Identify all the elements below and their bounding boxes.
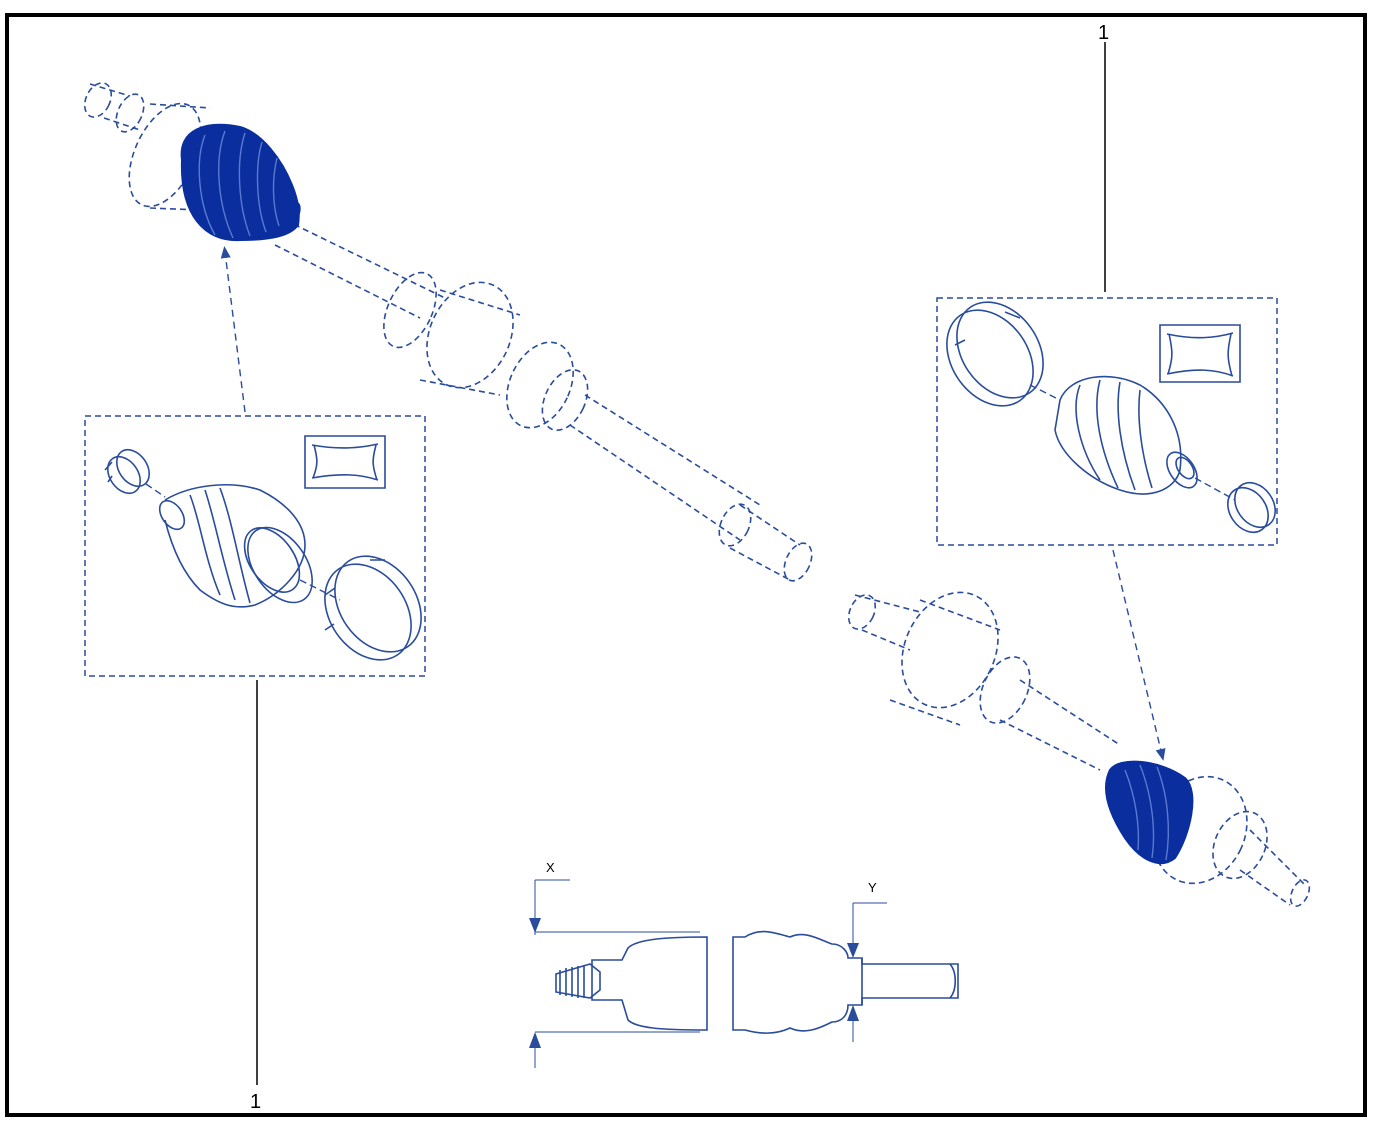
small-clamp-icon [106,455,142,495]
left-kit-box [84,415,426,677]
lower-driveshaft [847,591,1311,907]
boot-position-detail: X Y [529,860,959,1068]
callout-label-top: 1 [1098,22,1109,44]
grease-pack-icon [304,435,386,489]
small-clamp-icon-right [1227,486,1269,534]
upper-outer-boot [180,123,301,242]
callout-lines [256,42,1106,1085]
lower-outer-boot [1105,760,1194,865]
boot-icon-right [1054,375,1182,495]
assembly-arrows [220,246,1166,761]
boot-icon [247,526,313,604]
callout-label-bottom: 1 [250,1091,261,1113]
diagram-border [5,13,1367,1117]
right-kit-box [936,297,1278,546]
large-clamp-icon-right [946,309,1034,407]
grease-pack-icon-right [1159,324,1241,383]
large-clamp-icon [324,563,412,661]
dimension-x-label: X [546,860,555,875]
dimension-y-label: Y [868,880,877,895]
